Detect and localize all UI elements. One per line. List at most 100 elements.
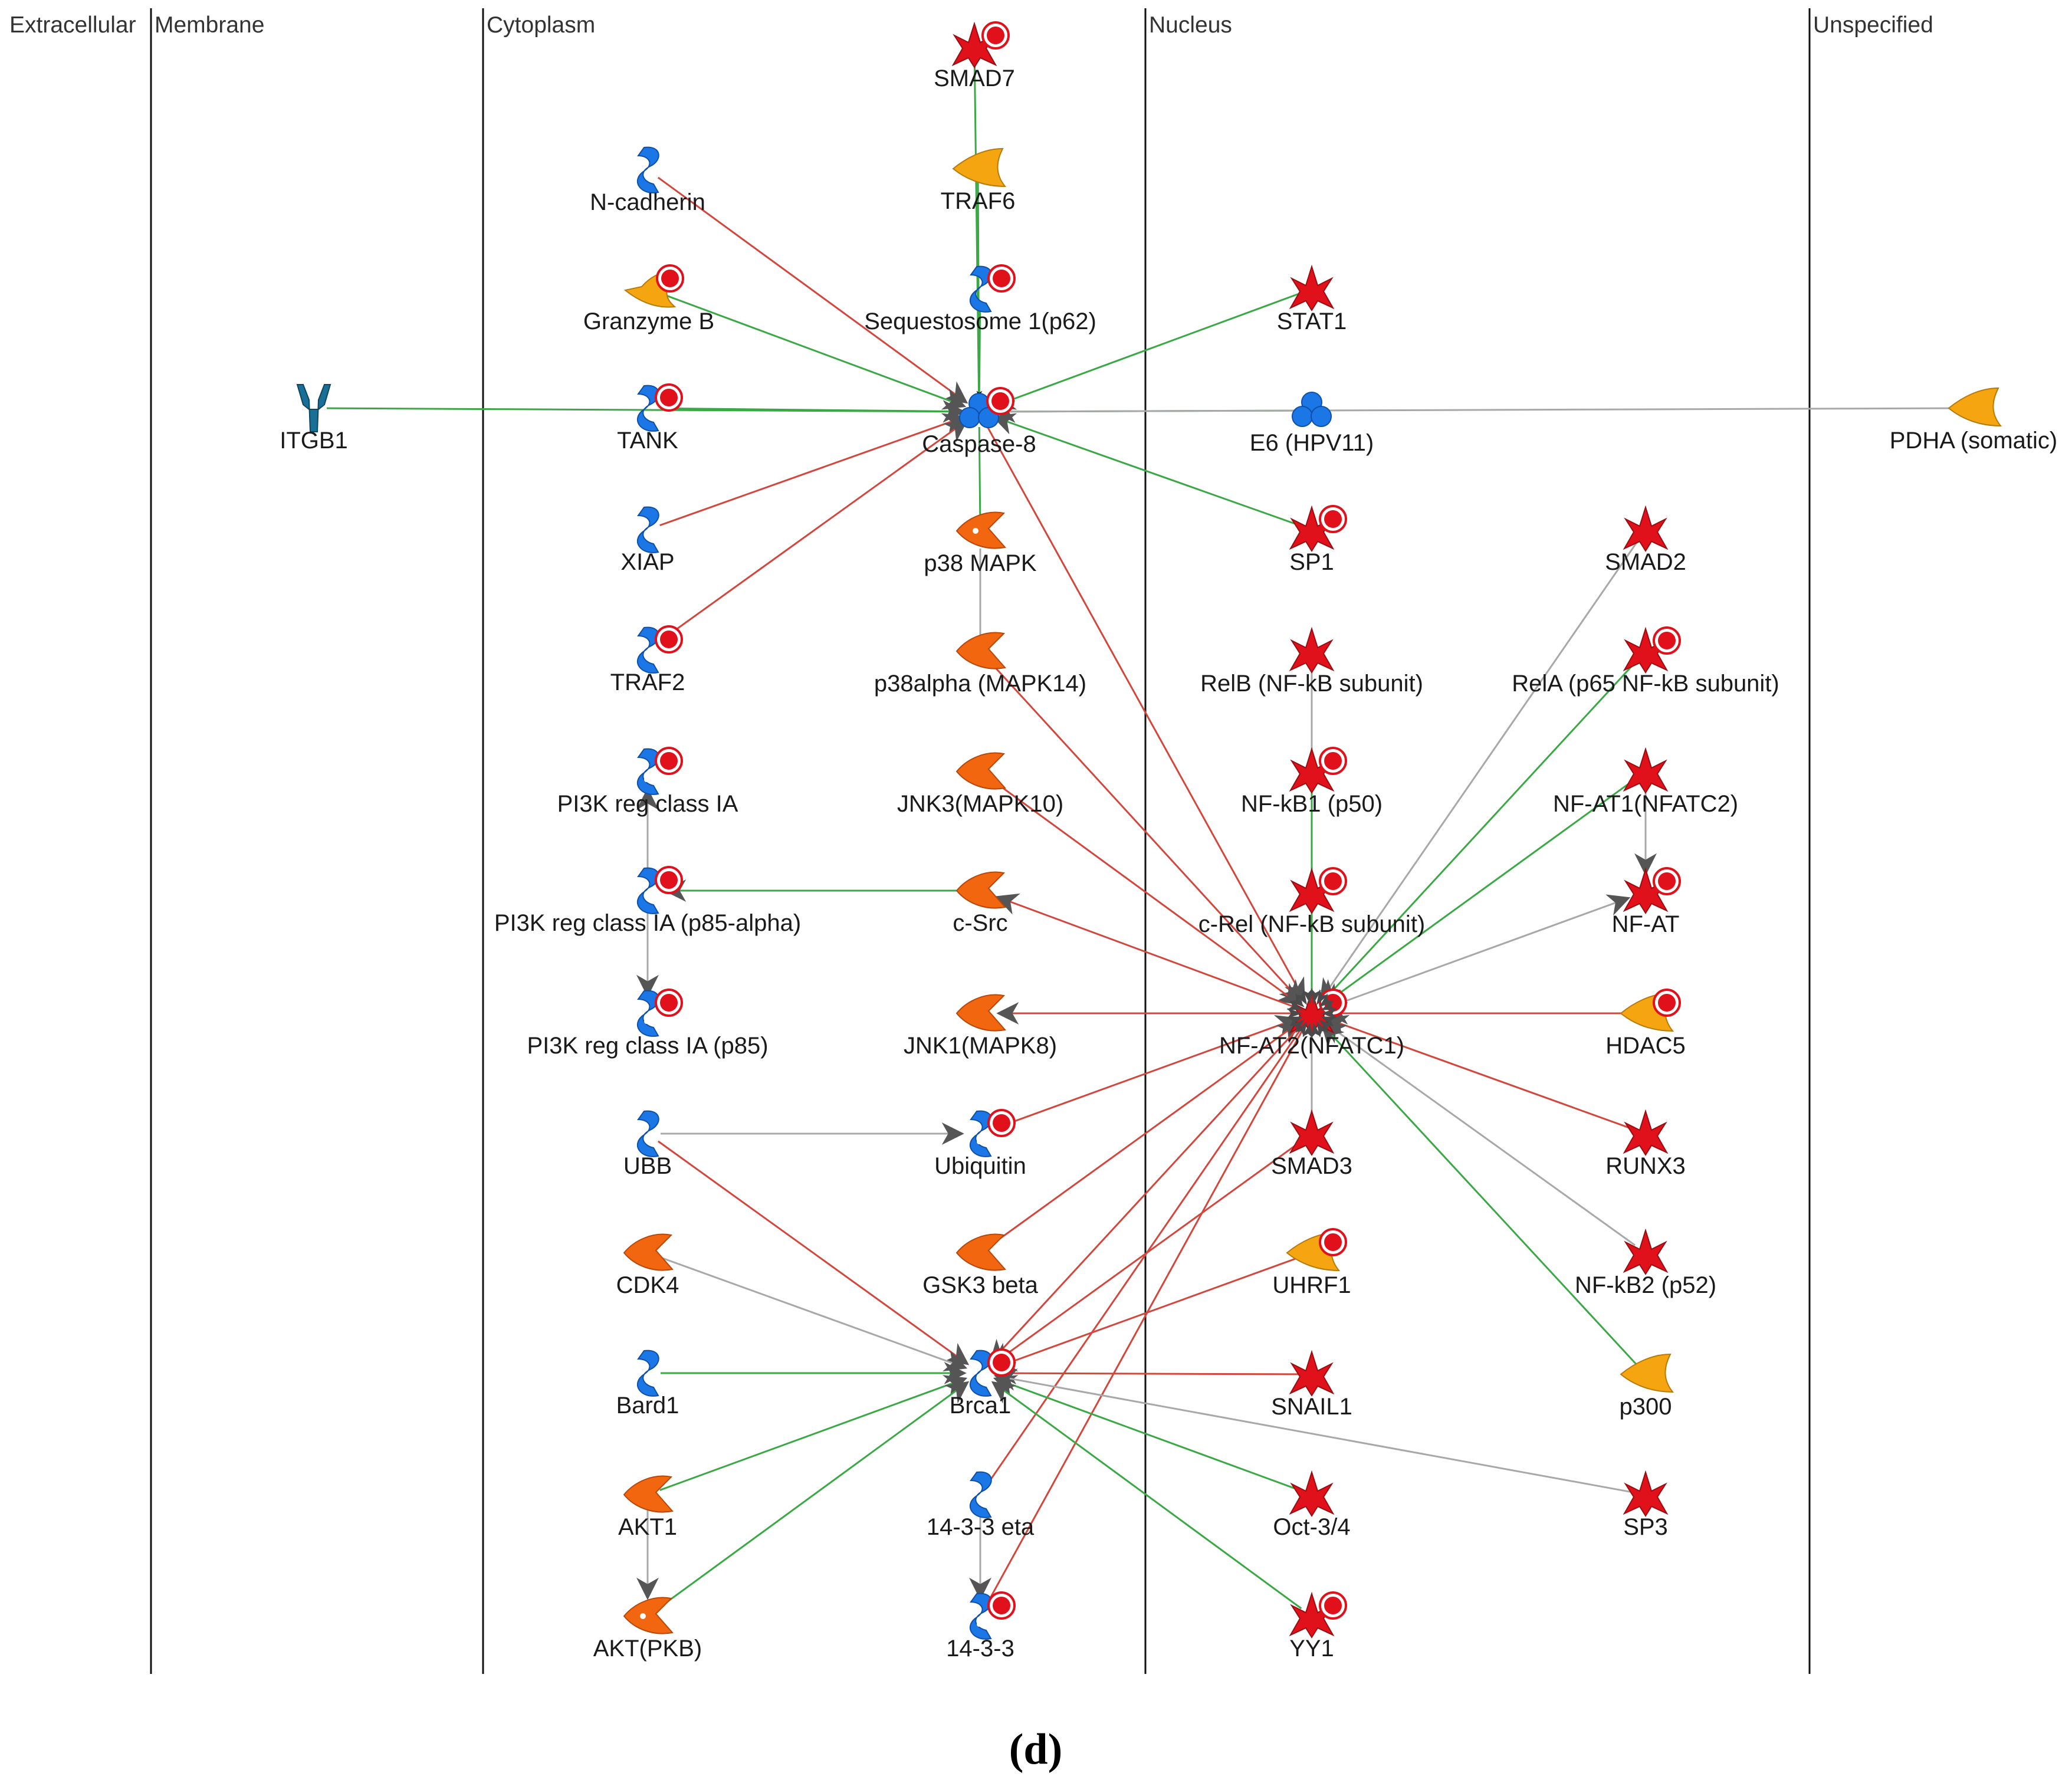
arrowhead-icon bbox=[1289, 1019, 1305, 1033]
node-p62[interactable]: Sequestosome 1(p62) bbox=[864, 264, 1096, 334]
complex-subunit-icon bbox=[959, 407, 980, 428]
node-smad3[interactable]: SMAD3 bbox=[1271, 1109, 1352, 1179]
transcription-factor-icon bbox=[1289, 1350, 1335, 1397]
edge-p300-to-nfat2 bbox=[1321, 1023, 1638, 1365]
protein-icon bbox=[636, 1110, 659, 1157]
node-label: SP1 bbox=[1289, 549, 1334, 575]
kinase-icon bbox=[955, 1233, 1006, 1271]
node-nfat[interactable]: NF-AT bbox=[1612, 867, 1681, 937]
node-akt1[interactable]: AKT1 bbox=[618, 1475, 677, 1540]
node-bard1[interactable]: Bard1 bbox=[616, 1350, 679, 1419]
node-snail1[interactable]: SNAIL1 bbox=[1271, 1350, 1352, 1420]
node-hdac5[interactable]: HDAC5 bbox=[1605, 989, 1686, 1059]
node-p38alpha[interactable]: p38alpha (MAPK14) bbox=[874, 632, 1086, 697]
marker-dot-icon bbox=[993, 1597, 1010, 1614]
node-aktpkb[interactable]: AKT(PKB) bbox=[593, 1597, 702, 1662]
transcription-factor-icon bbox=[1289, 626, 1335, 674]
node-gsk3beta[interactable]: GSK3 beta bbox=[922, 1233, 1039, 1298]
node-label: SMAD2 bbox=[1605, 549, 1686, 575]
node-smad7[interactable]: SMAD7 bbox=[934, 21, 1015, 91]
protein-icon bbox=[636, 385, 659, 432]
node-tank[interactable]: TANK bbox=[617, 383, 683, 454]
marker-dot-icon bbox=[661, 270, 679, 287]
protein-icon bbox=[636, 867, 659, 914]
receptor-icon bbox=[296, 384, 331, 432]
node-label: TANK bbox=[617, 428, 678, 454]
node-traf2[interactable]: TRAF2 bbox=[610, 625, 685, 695]
modification-dot-icon bbox=[644, 1019, 649, 1024]
edge-xiap-to-caspase8 bbox=[659, 413, 967, 527]
node-pdha[interactable]: PDHA (somatic) bbox=[1890, 387, 2058, 454]
node-p1433[interactable]: 14-3-3 bbox=[946, 1591, 1016, 1662]
node-oct34[interactable]: Oct-3/4 bbox=[1273, 1470, 1351, 1540]
node-csrc[interactable]: c-Src bbox=[953, 871, 1008, 936]
node-sp1[interactable]: SP1 bbox=[1289, 505, 1347, 575]
arrowhead-icon bbox=[1319, 993, 1334, 1007]
marker-dot-icon bbox=[660, 631, 678, 648]
node-label: Oct-3/4 bbox=[1273, 1514, 1350, 1540]
node-pi3k-p85[interactable]: PI3K reg class IA (p85) bbox=[527, 989, 769, 1059]
arrowhead-icon bbox=[1286, 1000, 1303, 1010]
node-label: NF-kB1 (p50) bbox=[1241, 791, 1383, 817]
node-crel[interactable]: c-Rel (NF-kB subunit) bbox=[1198, 867, 1426, 937]
node-label: SP3 bbox=[1623, 1514, 1668, 1540]
node-label: PI3K reg class IA bbox=[557, 791, 738, 817]
arrowhead-icon bbox=[1319, 1019, 1334, 1033]
node-nfkb1[interactable]: NF-kB1 (p50) bbox=[1241, 747, 1383, 817]
node-traf6[interactable]: TRAF6 bbox=[941, 147, 1016, 214]
protein-icon bbox=[969, 1471, 992, 1518]
node-cdk4[interactable]: CDK4 bbox=[616, 1233, 679, 1298]
node-label: Granzyme B bbox=[583, 308, 714, 334]
modification-dot-icon bbox=[973, 528, 978, 534]
node-runx3[interactable]: RUNX3 bbox=[1605, 1109, 1686, 1179]
node-label: AKT(PKB) bbox=[593, 1636, 702, 1662]
node-label: YY1 bbox=[1289, 1636, 1334, 1662]
node-smad2[interactable]: SMAD2 bbox=[1605, 505, 1686, 575]
node-eta1433[interactable]: 14-3-3 eta bbox=[927, 1471, 1035, 1540]
node-itgb1[interactable]: ITGB1 bbox=[280, 384, 348, 454]
node-label: RUNX3 bbox=[1605, 1153, 1686, 1179]
marker-dot-icon bbox=[1658, 632, 1676, 649]
node-ubiquitin[interactable]: Ubiquitin bbox=[934, 1109, 1026, 1179]
node-label: RelB (NF-kB subunit) bbox=[1200, 671, 1423, 697]
node-label: RelA (p65 NF-kB subunit) bbox=[1512, 671, 1779, 697]
edge-nfkb2-to-nfat2 bbox=[1322, 1021, 1636, 1246]
node-e6[interactable]: E6 (HPV11) bbox=[1250, 392, 1374, 456]
node-nfat2[interactable]: NF-AT2(NFATC1) bbox=[1219, 989, 1404, 1059]
node-uhrf1[interactable]: UHRF1 bbox=[1272, 1228, 1351, 1298]
edge-nfat2-to-nfat bbox=[1324, 894, 1631, 1010]
edge-n-cadherin-to-caspase8 bbox=[657, 176, 968, 404]
node-p38mapk[interactable]: p38 MAPK bbox=[924, 511, 1037, 576]
edge-aktpkb-to-brca1 bbox=[657, 1381, 970, 1610]
node-label: STAT1 bbox=[1277, 308, 1347, 334]
node-pi3k-p85a[interactable]: PI3K reg class IA (p85-alpha) bbox=[494, 866, 801, 936]
node-sp3[interactable]: SP3 bbox=[1623, 1470, 1669, 1540]
compartment-lanes: Extracellular Membrane Cytoplasm Nucleus… bbox=[9, 8, 1933, 1674]
node-n-cadherin[interactable]: N-cadherin bbox=[590, 146, 705, 215]
node-nfat1[interactable]: NF-AT1(NFATC2) bbox=[1553, 747, 1738, 817]
arrow-bursts bbox=[1286, 988, 1337, 1039]
node-pi3k-ia[interactable]: PI3K reg class IA bbox=[557, 747, 738, 817]
node-jnk3[interactable]: JNK3(MAPK10) bbox=[897, 752, 1063, 817]
node-jnk1[interactable]: JNK1(MAPK8) bbox=[904, 994, 1057, 1059]
node-p300[interactable]: p300 bbox=[1620, 1353, 1674, 1420]
node-label: JNK3(MAPK10) bbox=[897, 791, 1063, 817]
node-brca1[interactable]: Brca1 bbox=[950, 1348, 1016, 1419]
node-yy1[interactable]: YY1 bbox=[1289, 1591, 1347, 1662]
transcription-factor-icon bbox=[1289, 1109, 1335, 1156]
enzyme-icon bbox=[1948, 387, 2002, 427]
transcription-factor-icon bbox=[1289, 264, 1335, 311]
node-label: GSK3 beta bbox=[922, 1272, 1038, 1298]
edge-smad3-to-brca1 bbox=[991, 1140, 1302, 1365]
node-rela[interactable]: RelA (p65 NF-kB subunit) bbox=[1512, 626, 1779, 697]
node-label: E6 (HPV11) bbox=[1250, 430, 1374, 456]
edge-ubb-to-brca1 bbox=[657, 1140, 970, 1365]
node-xiap[interactable]: XIAP bbox=[620, 506, 675, 575]
node-ubb[interactable]: UBB bbox=[623, 1110, 672, 1179]
node-relb[interactable]: RelB (NF-kB subunit) bbox=[1200, 626, 1423, 697]
node-granzymeb[interactable]: Granzyme B bbox=[583, 264, 714, 334]
node-nfkb2[interactable]: NF-kB2 (p52) bbox=[1575, 1228, 1716, 1298]
node-label: CDK4 bbox=[616, 1272, 679, 1298]
node-stat1[interactable]: STAT1 bbox=[1277, 264, 1347, 334]
node-caspase8[interactable]: Caspase-8 bbox=[922, 387, 1036, 457]
